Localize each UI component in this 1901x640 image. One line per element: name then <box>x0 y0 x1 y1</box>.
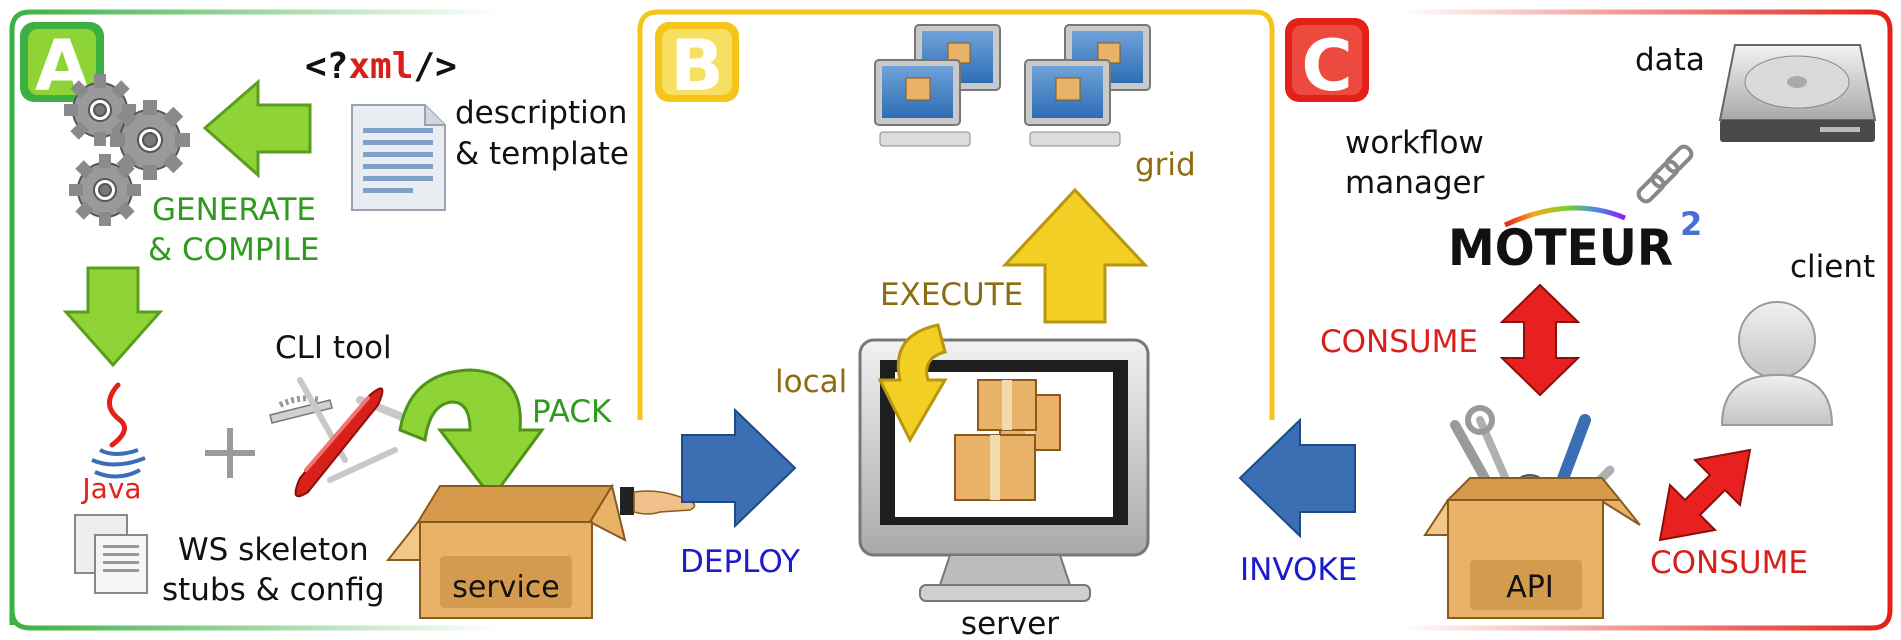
description-label: description <box>455 95 627 131</box>
green-down-arrow <box>62 266 164 368</box>
invoke-label: INVOKE <box>1240 552 1357 588</box>
java-label: Java <box>80 472 141 505</box>
invoke-arrow <box>1238 417 1356 539</box>
green-curved-arrow <box>398 368 545 501</box>
files-icon <box>74 514 148 594</box>
workflow-label: workflow <box>1345 125 1484 161</box>
cli-tool-label: CLI tool <box>275 330 392 366</box>
compile-label: & COMPILE <box>148 232 320 268</box>
moteur-logo-text: MOTEUR <box>1448 219 1673 277</box>
yellow-up-arrow <box>1001 187 1149 324</box>
api-label: API <box>1506 570 1553 605</box>
ws-skeleton-label: WS skeleton <box>178 532 369 568</box>
green-left-arrow <box>202 78 312 179</box>
consume-bottom-label: CONSUME <box>1650 545 1808 581</box>
pack-label: PACK <box>532 394 612 430</box>
panel-c-letter: C <box>1301 25 1352 107</box>
template-label: & template <box>455 136 629 172</box>
yellow-curved-arrow <box>877 323 948 444</box>
chain-icon <box>1636 144 1694 204</box>
document-icon <box>351 104 446 211</box>
local-label: local <box>775 364 847 400</box>
plus-icon <box>205 428 255 478</box>
consume-top-label: CONSUME <box>1320 324 1478 360</box>
deploy-label: DEPLOY <box>680 544 800 580</box>
user-icon <box>1720 301 1834 426</box>
consume-double-arrow-diagonal <box>1658 448 1752 542</box>
xml-name: xml <box>348 46 413 87</box>
hand-icon <box>620 487 696 515</box>
java-logo-icon <box>91 382 146 479</box>
manager-label: manager <box>1345 165 1485 201</box>
data-label: data <box>1635 42 1705 78</box>
service-box-icon <box>385 483 627 619</box>
service-label: service <box>452 570 559 605</box>
consume-double-arrow-vertical <box>1499 283 1581 397</box>
xml-suffix: /> <box>413 46 456 87</box>
generate-label: GENERATE <box>152 192 316 228</box>
swiss-knife-icon <box>269 377 414 498</box>
deploy-arrow <box>681 407 797 529</box>
api-box-icon <box>1423 477 1641 619</box>
client-label: client <box>1790 249 1875 285</box>
gears-icon <box>64 74 190 226</box>
grid-label: grid <box>1135 147 1196 183</box>
moteur-logo-sup: 2 <box>1680 205 1702 243</box>
execute-label: EXECUTE <box>880 277 1023 313</box>
xml-prefix: <? <box>305 46 348 87</box>
hard-disk-icon <box>1718 44 1877 142</box>
stubs-config-label: stubs & config <box>162 572 385 608</box>
panel-c-badge <box>1285 18 1369 102</box>
panel-b-badge <box>655 22 739 102</box>
panel-a-badge <box>20 22 104 102</box>
xml-tag: <?xml/> <box>305 46 457 87</box>
package-boxes-icon <box>954 379 1061 501</box>
computer-icon <box>874 24 1151 147</box>
panel-b <box>637 9 1275 420</box>
moteur-logo: MOTEUR 2 <box>1448 205 1702 277</box>
panel-a <box>9 9 500 631</box>
panel-b-letter: B <box>670 25 723 107</box>
server-label: server <box>961 606 1059 640</box>
panel-c <box>1400 9 1893 631</box>
